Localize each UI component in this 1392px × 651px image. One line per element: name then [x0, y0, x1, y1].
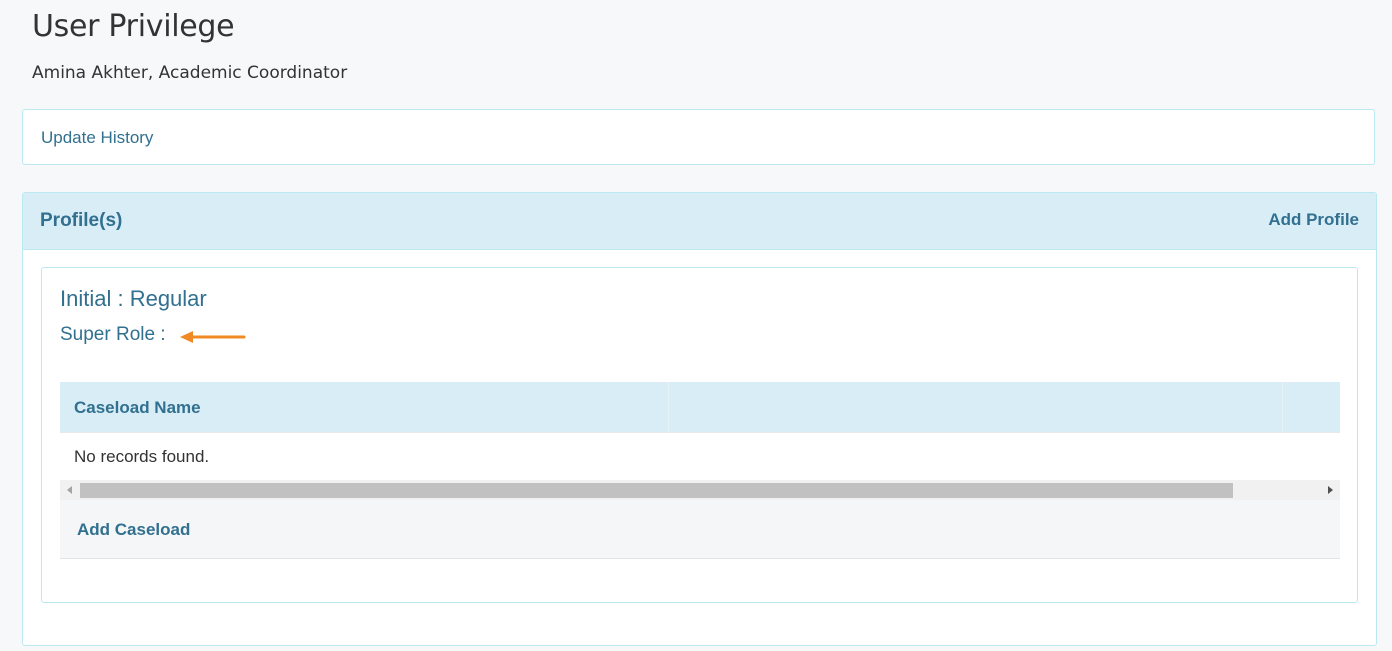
caseload-table: Caseload Name No records found. — [60, 382, 1340, 559]
column-header-caseload-name: Caseload Name — [60, 382, 669, 432]
profile-card: Initial : Regular Super Role : Caseload … — [41, 267, 1358, 603]
page-title: User Privilege — [32, 9, 235, 44]
scrollbar-thumb[interactable] — [80, 483, 1233, 498]
horizontal-scrollbar[interactable] — [60, 480, 1340, 500]
profile-name: Initial : Regular — [60, 286, 207, 311]
add-profile-link[interactable]: Add Profile — [1268, 210, 1359, 229]
column-header-label: Caseload Name — [74, 398, 201, 417]
caseload-table-header: Caseload Name — [60, 382, 1340, 432]
super-role-label: Super Role : — [60, 324, 166, 345]
triangle-right-icon[interactable] — [1324, 484, 1336, 496]
empty-message: No records found. — [74, 447, 210, 466]
arrow-left-icon — [180, 331, 246, 343]
user-name-role: Amina Akhter, Academic Coordinator — [32, 63, 348, 83]
update-history-panel: Update History — [22, 109, 1375, 165]
profiles-panel: Profile(s) Add Profile Initial : Regular… — [22, 192, 1377, 646]
table-row-empty: No records found. — [60, 432, 1340, 480]
triangle-left-icon[interactable] — [64, 484, 76, 496]
add-caseload-link[interactable]: Add Caseload — [77, 520, 191, 539]
column-header-3 — [1283, 382, 1340, 432]
profiles-title: Profile(s) — [40, 210, 123, 231]
column-header-2 — [669, 382, 1283, 432]
update-history-link[interactable]: Update History — [41, 128, 154, 147]
profiles-panel-heading: Profile(s) Add Profile — [23, 193, 1376, 250]
